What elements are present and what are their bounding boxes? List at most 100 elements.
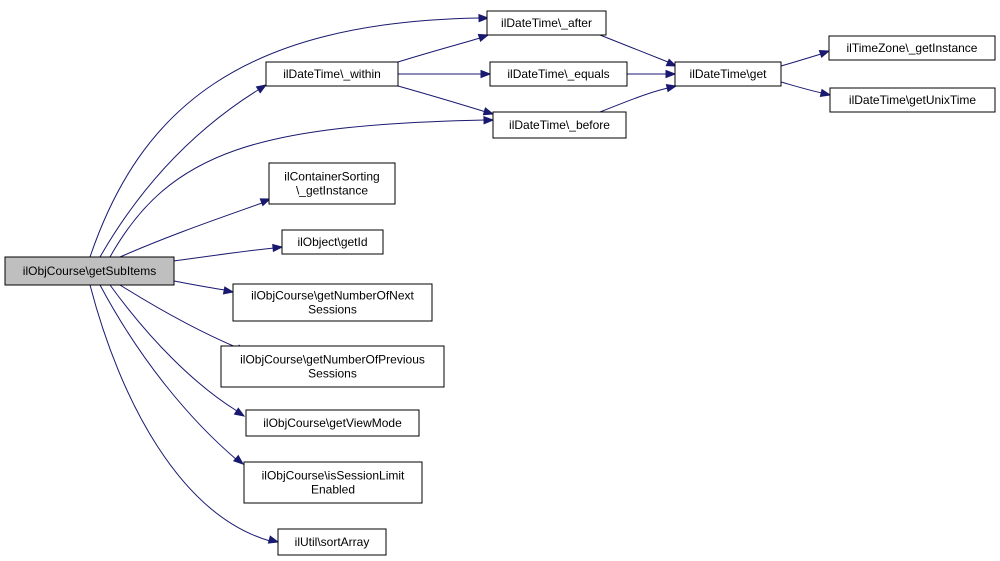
edge-root-to-prev <box>119 284 248 353</box>
node-box <box>492 111 627 139</box>
node-box <box>220 345 445 388</box>
node-box <box>489 61 628 87</box>
nodes-layer: ilObjCourse\getSubItems ilDateTime\_withi… <box>4 10 996 556</box>
edge-line <box>99 89 259 258</box>
node-after[interactable]: ilDateTime\_after <box>486 10 607 36</box>
arrowhead-icon <box>222 286 235 295</box>
node-unix[interactable]: ilDateTime\getUnixTime <box>829 87 996 113</box>
arrowhead-icon <box>665 69 677 79</box>
node-label: ilDateTime\getUnixTime <box>849 93 976 107</box>
node-label: \_getInstance <box>296 184 368 198</box>
node-sort[interactable]: ilUtil\sortArray <box>277 528 387 556</box>
node-tz[interactable]: ilTimeZone\_getInstance <box>828 35 996 61</box>
node-label: ilObject\getId <box>297 235 367 249</box>
node-box <box>828 35 996 61</box>
edge-root-to-before <box>109 115 495 258</box>
node-box <box>829 87 996 113</box>
arrowhead-icon <box>818 49 831 59</box>
arrowhead-icon <box>267 535 280 544</box>
node-box <box>4 256 175 286</box>
arrowhead-icon <box>482 107 495 116</box>
arrowhead-icon <box>483 115 495 125</box>
node-label: ilDateTime\_after <box>501 16 592 30</box>
arrowhead-icon <box>232 454 245 465</box>
edge-line <box>119 284 239 349</box>
edge-equals-to-get <box>627 69 677 79</box>
node-box <box>265 61 399 87</box>
edge-line <box>109 119 486 258</box>
node-root[interactable]: ilObjCourse\getSubItems <box>4 256 175 286</box>
edge-root-to-sorting <box>119 198 272 258</box>
node-label: ilObjCourse\isSessionLimit <box>262 469 405 483</box>
edge-root-to-within <box>99 84 268 258</box>
node-label: ilObjCourse\getSubItems <box>23 264 156 278</box>
arrowhead-icon <box>272 243 284 253</box>
arrowhead-icon <box>255 84 268 94</box>
node-label: Sessions <box>308 303 357 317</box>
edge-get-to-unix <box>780 81 832 98</box>
edges-layer <box>89 13 832 544</box>
node-within[interactable]: ilDateTime\_within <box>265 61 399 87</box>
arrowhead-icon <box>665 58 678 67</box>
node-box <box>232 283 433 322</box>
node-label: ilDateTime\_before <box>509 118 610 132</box>
node-label: ilUtil\sortArray <box>295 535 370 549</box>
node-label: ilObjCourse\getViewMode <box>263 416 402 430</box>
edge-line <box>109 284 238 412</box>
edge-within-to-equals <box>398 69 492 79</box>
node-label: ilObjCourse\getNumberOfPrevious <box>240 353 425 367</box>
node-view[interactable]: ilObjCourse\getViewMode <box>245 409 420 437</box>
edge-get-to-tz <box>780 49 831 67</box>
node-label: ilTimeZone\_getInstance <box>847 41 978 55</box>
node-label: ilDateTime\_within <box>283 67 381 81</box>
edge-root-to-objid <box>173 243 284 262</box>
arrowhead-icon <box>480 69 492 79</box>
node-objid[interactable]: ilObject\getId <box>281 229 384 255</box>
arrowhead-icon <box>665 83 678 93</box>
node-label: ilDateTime\_equals <box>507 67 609 81</box>
edge-before-to-get <box>599 83 678 113</box>
arrowhead-icon <box>478 13 490 23</box>
edge-line <box>89 284 271 542</box>
edge-line <box>397 37 481 63</box>
edge-root-to-next <box>173 280 235 295</box>
arrowhead-icon <box>259 198 272 207</box>
arrowhead-icon <box>477 33 490 42</box>
node-label: Enabled <box>311 483 355 497</box>
edge-line <box>173 247 275 262</box>
edge-within-to-before <box>397 85 495 116</box>
node-box <box>277 528 387 556</box>
edge-root-to-view <box>109 284 246 417</box>
node-label: Sessions <box>308 367 357 381</box>
node-box <box>674 61 782 87</box>
edge-root-to-sort <box>89 284 280 544</box>
node-label: ilContainerSorting <box>284 170 379 184</box>
edge-line <box>99 284 238 461</box>
edge-line <box>119 202 263 258</box>
edge-root-to-limit <box>99 284 245 465</box>
node-box <box>245 409 420 437</box>
node-sorting[interactable]: ilContainerSorting\_getInstance <box>268 162 396 205</box>
node-box <box>243 461 423 504</box>
node-label: ilObjCourse\getNumberOfNext <box>251 289 414 303</box>
node-box <box>268 162 396 205</box>
edge-line <box>599 87 669 113</box>
node-box <box>486 10 607 36</box>
node-get[interactable]: ilDateTime\get <box>674 61 782 87</box>
node-equals[interactable]: ilDateTime\_equals <box>489 61 628 87</box>
edge-line <box>89 17 481 258</box>
node-box <box>281 229 384 255</box>
edge-line <box>780 53 822 67</box>
node-label: ilDateTime\get <box>690 67 768 81</box>
arrowhead-icon <box>233 407 246 417</box>
arrowhead-icon <box>819 88 832 98</box>
edge-line <box>780 81 823 94</box>
node-before[interactable]: ilDateTime\_before <box>492 111 627 139</box>
edge-line <box>599 34 669 63</box>
edge-root-to-after <box>89 13 490 258</box>
edge-within-to-after <box>397 33 490 63</box>
